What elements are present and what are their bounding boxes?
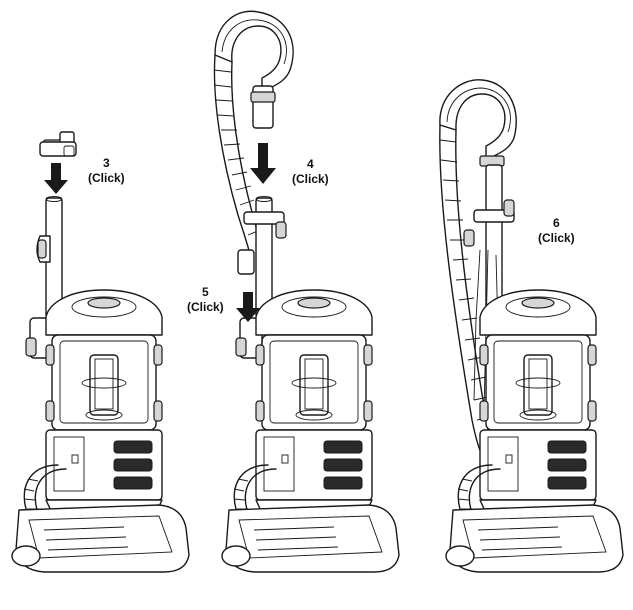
- down-arrow-icon: [236, 292, 260, 322]
- step-5-label: 5 (Click): [187, 285, 224, 315]
- floor-nozzle: [445, 504, 624, 573]
- step-6-number: 6: [553, 216, 560, 230]
- step-4-action: (Click): [292, 172, 329, 186]
- step-4-label: 4 (Click): [292, 157, 329, 187]
- vacuum-body: [479, 289, 597, 514]
- vacuum-body: [45, 289, 163, 514]
- step-4-number: 4: [307, 157, 314, 171]
- floor-nozzle: [221, 504, 400, 573]
- hose-cuff-part: [39, 131, 77, 157]
- hose-handle: [439, 79, 517, 167]
- step-3-label: 3 (Click): [88, 156, 125, 186]
- down-arrow-icon: [250, 143, 276, 184]
- floor-nozzle: [11, 504, 190, 573]
- hose-handle: [214, 10, 294, 129]
- figure-step-6: [439, 79, 624, 573]
- step-3-action: (Click): [88, 171, 125, 185]
- vacuum-body: [255, 289, 373, 514]
- figure-step-3: [11, 131, 190, 573]
- figure-step-4-5: [213, 10, 400, 573]
- step-6-label: 6 (Click): [538, 216, 575, 246]
- step-6-action: (Click): [538, 231, 575, 245]
- down-arrow-icon: [44, 163, 68, 194]
- step-5-number: 5: [202, 285, 209, 299]
- step-3-number: 3: [103, 156, 110, 170]
- step-5-action: (Click): [187, 300, 224, 314]
